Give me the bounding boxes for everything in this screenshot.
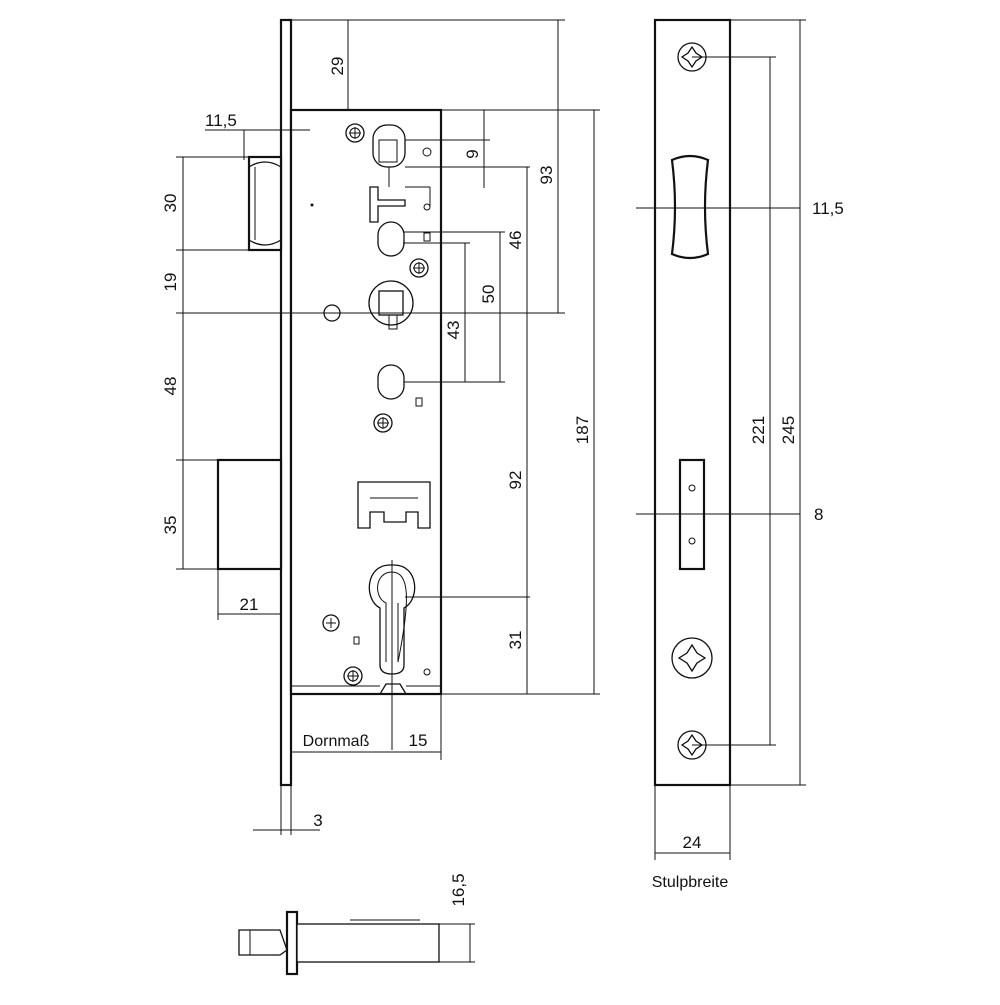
screw-icon [322,614,340,632]
lock-case [289,108,443,696]
dim-follower-to-hole-46: 46 [506,231,525,250]
dim-top-to-follower: 93 [537,166,556,185]
dim-latch-slot: 11,5 [812,199,844,218]
dim-hole-span-50: 50 [479,285,498,304]
dimension-lines-side [176,19,600,835]
dim-faceplate-width: 24 [683,833,702,852]
case-internals [310,123,432,686]
dimension-lines-front [636,19,806,860]
dim-latch-to-follower: 19 [161,273,180,292]
dim-cylinder-to-case-edge: 15 [409,731,428,750]
dim-faceplate-width-label: Stulpbreite [652,874,729,891]
screw-icon [373,413,393,433]
screw-icon [409,258,429,278]
follower-hub [368,280,414,330]
dead-bolt [216,458,283,571]
dim-screw-spacing: 221 [749,416,768,444]
bolt-tail [357,481,431,529]
dim-case-height: 187 [573,416,592,444]
dim-bolt-throw: 21 [240,595,259,614]
bottom-view: 16,5 [238,873,475,976]
dim-latch-height: 30 [161,194,180,213]
dim-bolt-slot: 8 [814,505,823,524]
dim-hole-offset: 9 [463,149,482,158]
latch-bolt [247,155,283,252]
screw-icon [671,637,713,679]
dim-follower-to-bolt: 48 [161,377,180,396]
dimension-labels-front: 11,5 8 221 245 24 Stulpbreite [652,199,844,891]
latch-opening [670,154,710,260]
side-faceplate [279,18,293,787]
oval-hole-upper [377,221,431,257]
dim-follower-to-hole-43: 43 [444,321,463,340]
screw-icon [345,123,365,143]
dim-faceplate-thickness: 3 [313,811,322,830]
dim-bolt-height: 35 [161,516,180,535]
dim-faceplate-length: 245 [779,416,798,444]
screw-icon [343,666,363,686]
dim-cylinder-to-bottom: 31 [506,631,525,650]
dim-top-to-case: 29 [328,57,347,76]
dim-latch-offset: 11,5 [205,111,237,130]
front-faceplate [653,18,732,787]
dim-backset-label: Dornmaß [303,733,370,750]
latch-mechanism [369,124,432,223]
dim-case-depth: 16,5 [449,873,468,906]
dim-follower-to-cylinder: 92 [506,471,525,490]
dimension-labels-side: 11,5 30 19 48 35 21 29 93 9 46 50 43 187… [161,57,592,830]
